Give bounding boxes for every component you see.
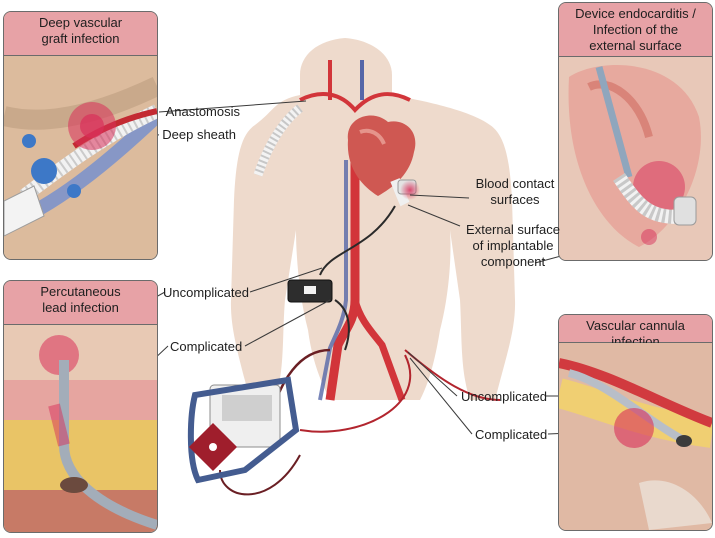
leader-uncomplicated-cannula <box>407 351 458 397</box>
label-uncomplicated-cannula: Uncomplicated <box>461 389 547 404</box>
label-external-surface: External surface of implantable componen… <box>458 222 568 270</box>
panel-art <box>559 343 712 530</box>
panel-title: Deep vascular graft infection <box>4 12 157 56</box>
panel-art <box>4 325 157 532</box>
arch-left <box>299 92 411 114</box>
aorta-branch-right <box>351 299 406 402</box>
panel-title-line: external surface <box>589 38 682 53</box>
panel-title-line: Deep vascular <box>38 15 123 30</box>
panel-title-line: graft infection <box>41 31 120 46</box>
label-line: of implantable <box>472 238 554 253</box>
panel-title: Vascular cannula infection <box>559 315 712 349</box>
vena-cava <box>318 160 348 401</box>
panel-title-line: Percutaneous <box>40 284 121 299</box>
leader-anastomosis <box>158 100 307 113</box>
panel-title: Device endocarditis / Infection of the e… <box>559 3 712 57</box>
label-deep-sheath: Deep sheath <box>162 127 236 142</box>
label-blood-contact-surfaces: Blood contact surfaces <box>470 176 560 208</box>
label-uncomplicated-lead: Uncomplicated <box>163 285 249 300</box>
driveline <box>319 205 396 276</box>
connector-icon <box>31 158 57 184</box>
heart <box>347 115 416 196</box>
panel-art <box>4 56 157 259</box>
label-line: Blood contact <box>475 176 555 191</box>
panel-title-line: Device endocarditis / <box>575 6 696 21</box>
panel-device-endocarditis: Device endocarditis / Infection of the e… <box>558 2 713 261</box>
label-complicated-cannula: Complicated <box>475 427 548 442</box>
console-frame <box>187 376 300 484</box>
external-circuit-line-3 <box>299 354 412 433</box>
label-line: surfaces <box>490 192 540 207</box>
label-line: External surface <box>466 222 560 237</box>
label-complicated-lead: Complicated <box>170 339 243 354</box>
panel-title: Percutaneous lead infection <box>4 281 157 325</box>
panel-title-line: lead infection <box>42 300 119 315</box>
label-anastomosis: Anastomosis <box>165 104 240 119</box>
external-circuit-line-4 <box>219 454 301 496</box>
leader-blood-contact <box>409 194 470 199</box>
panel-title-line: Infection of the <box>592 22 679 37</box>
panel-deep-vascular-graft-infection: Deep vascular graft infection <box>3 11 158 260</box>
leader-complicated-cannula <box>409 357 473 435</box>
leader-uncomplicated-lead <box>249 267 323 293</box>
leader-external-surface <box>407 204 461 227</box>
label-line: component <box>480 254 546 269</box>
panel-vascular-cannula-infection: Vascular cannula infection <box>558 314 713 531</box>
panel-art <box>559 57 712 260</box>
controller-cable <box>334 299 350 351</box>
leader-complicated-lead <box>244 299 331 347</box>
panel-percutaneous-lead-infection: Percutaneous lead infection <box>3 280 158 533</box>
torso-silhouette <box>230 38 516 400</box>
